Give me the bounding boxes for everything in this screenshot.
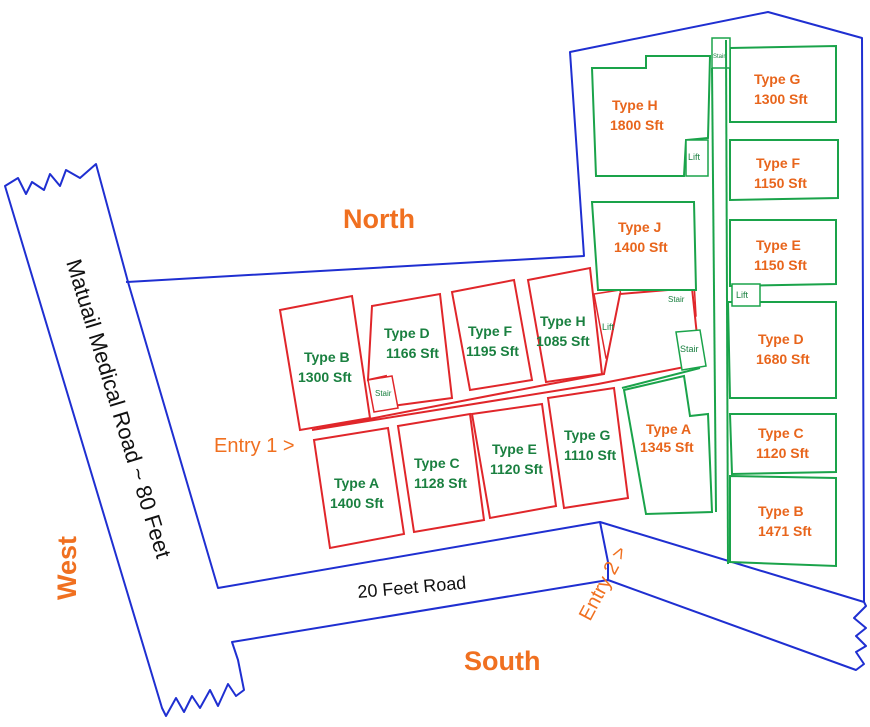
unit-green-type-a[interactable] (622, 374, 714, 516)
unit-green-type-e[interactable] (729, 219, 837, 288)
green-spine-left (711, 67, 717, 513)
south-label: South (464, 646, 540, 676)
south-road-edge (599, 521, 867, 671)
area-green-type-j: 1400 Sft (614, 239, 668, 255)
area-green-type-h: 1800 Sft (610, 117, 664, 133)
unit-red-type-f[interactable] (450, 278, 534, 392)
green-spine-right (725, 39, 729, 565)
stair-green-top (711, 37, 731, 69)
label-green-type-d: Type D (758, 331, 804, 347)
label-red-type-c: Type C (414, 455, 460, 471)
west-label: West (52, 536, 82, 600)
label-red-type-d: Type D (384, 325, 430, 341)
label-red-type-b: Type B (304, 349, 350, 365)
label-red-stair-left: Stair (375, 389, 392, 398)
green-block (590, 37, 839, 568)
label-green-type-f: Type F (756, 155, 801, 171)
label-green-type-j: Type J (618, 219, 661, 235)
label-red-type-f: Type F (468, 323, 513, 339)
area-red-type-d: 1166 Sft (386, 345, 439, 361)
label-red-type-e: Type E (492, 441, 537, 457)
unit-green-type-d[interactable] (726, 301, 837, 399)
area-green-type-a: 1345 Sft (640, 439, 694, 455)
unit-red-type-g[interactable] (546, 386, 630, 510)
red-block-labels: Type B 1300 Sft Type D 1166 Sft Type F 1… (298, 295, 685, 511)
area-red-type-a: 1400 Sft (330, 495, 384, 511)
unit-red-type-a[interactable] (312, 426, 406, 550)
north-label: North (343, 204, 415, 234)
label-green-stair-top: Stair (713, 54, 725, 60)
label-green-stair-right: Stair (680, 344, 699, 354)
stair-red-left (367, 375, 399, 413)
unit-green-type-f[interactable] (729, 139, 839, 202)
label-green-type-h: Type H (612, 97, 658, 113)
area-red-type-b: 1300 Sft (298, 369, 352, 385)
site-boundary (125, 11, 865, 603)
unit-green-type-c[interactable] (728, 413, 837, 476)
area-green-type-d: 1680 Sft (756, 351, 810, 367)
area-red-type-e: 1120 Sft (490, 461, 543, 477)
area-green-type-g: 1300 Sft (754, 91, 808, 107)
area-green-type-f: 1150 Sft (754, 175, 807, 191)
label-green-type-g: Type G (754, 71, 801, 87)
area-red-type-f: 1195 Sft (466, 343, 519, 359)
area-green-type-e: 1150 Sft (754, 257, 807, 273)
lift-green-top (685, 139, 709, 177)
label-green-type-c: Type C (758, 425, 804, 441)
area-green-type-b: 1471 Sft (758, 523, 812, 539)
area-red-type-h: 1085 Sft (536, 333, 590, 349)
label-red-type-a: Type A (334, 475, 379, 491)
label-red-lift: Lift (602, 322, 615, 332)
unit-green-type-j[interactable] (590, 201, 698, 291)
label-green-lift-top: Lift (688, 152, 701, 162)
area-green-type-c: 1120 Sft (756, 445, 809, 461)
side-road-label: 20 Feet Road (357, 573, 467, 602)
unit-red-type-c[interactable] (396, 412, 486, 534)
entry-1-label: Entry 1 > (214, 435, 295, 457)
unit-green-type-b[interactable] (729, 474, 837, 568)
unit-red-type-e[interactable] (470, 402, 558, 520)
label-green-lift-mid: Lift (736, 290, 749, 300)
main-road-label: Matuail Medical Road ~ 80 Feet (61, 256, 176, 561)
area-red-type-c: 1128 Sft (414, 475, 467, 491)
label-green-type-a: Type A (646, 421, 691, 437)
area-red-type-g: 1110 Sft (564, 447, 616, 463)
stair-green-right (675, 329, 707, 371)
label-red-stair-right: Stair (668, 295, 685, 304)
unit-green-type-g[interactable] (729, 44, 837, 123)
label-red-type-h: Type H (540, 313, 586, 329)
label-green-type-b: Type B (758, 503, 804, 519)
label-green-type-e: Type E (756, 237, 801, 253)
unit-green-type-h[interactable] (590, 55, 712, 177)
green-block-labels: Type H 1800 Sft Type G 1300 Sft Type F 1… (610, 54, 812, 539)
green-bridge (621, 367, 701, 389)
label-red-type-g: Type G (564, 427, 611, 443)
lift-green-mid (731, 283, 761, 307)
